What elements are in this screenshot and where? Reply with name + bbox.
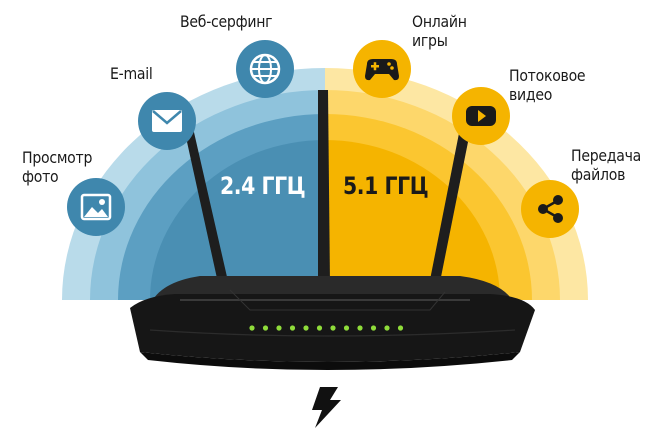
globe-icon: [236, 40, 294, 98]
share-icon: [521, 180, 579, 238]
email-icon: [138, 92, 196, 150]
status-led: [249, 325, 255, 331]
status-led: [397, 325, 404, 331]
band-2-4-label: 2.4 ГГЦ: [220, 172, 306, 200]
status-led: [370, 325, 377, 331]
status-led: [384, 325, 390, 331]
status-led: [316, 325, 323, 331]
router-body: [130, 276, 535, 370]
web-surfing-label: Веб-серфинг: [180, 12, 273, 31]
status-led: [289, 325, 296, 331]
band-2-4-arcs: [62, 68, 325, 300]
router-status-leds: [249, 325, 404, 331]
router-antennas: [180, 90, 474, 292]
status-led: [303, 325, 309, 331]
video-play-icon: [452, 87, 510, 145]
gamepad-icon: [353, 40, 411, 98]
status-led: [357, 325, 363, 331]
email-label: E-mail: [110, 64, 153, 83]
status-led: [262, 325, 269, 331]
lightning-icon: [312, 387, 341, 428]
status-led: [276, 325, 282, 331]
status-led: [343, 325, 350, 331]
band-5-1-label: 5.1 ГГЦ: [343, 172, 429, 200]
status-led: [330, 325, 336, 331]
photo-icon: [67, 178, 125, 236]
